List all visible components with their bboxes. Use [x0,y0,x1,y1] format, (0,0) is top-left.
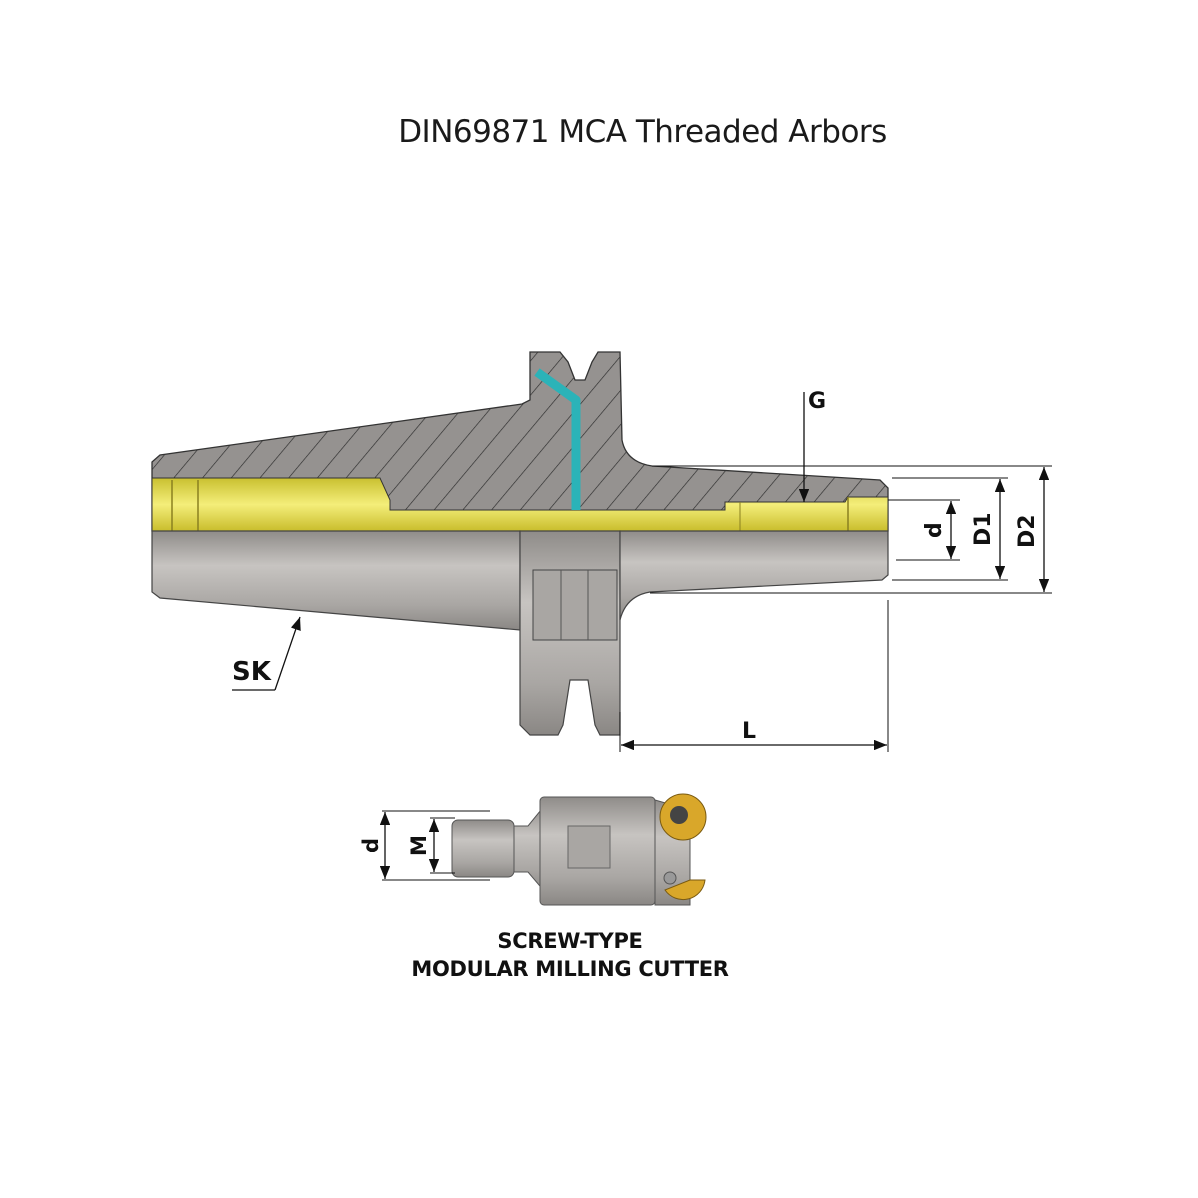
label-d2: D2 [1015,514,1040,548]
taper-shank [151,530,521,631]
label-l: L [742,719,756,744]
coolant-channel [534,368,581,510]
caption-line2: MODULAR MILLING CUTTER [411,957,729,981]
label-cutter-d: d [359,838,383,853]
label-cutter-m: M [407,835,431,856]
label-d1: D1 [971,512,996,546]
diagram-title: DIN69871 MCA Threaded Arbors [398,114,887,150]
label-d: d [922,522,947,538]
label-g: G [808,389,826,414]
caption-line1: SCREW-TYPE [497,929,643,953]
label-sk: SK [232,657,272,687]
milling-cutter [451,793,707,906]
nose [619,530,889,621]
